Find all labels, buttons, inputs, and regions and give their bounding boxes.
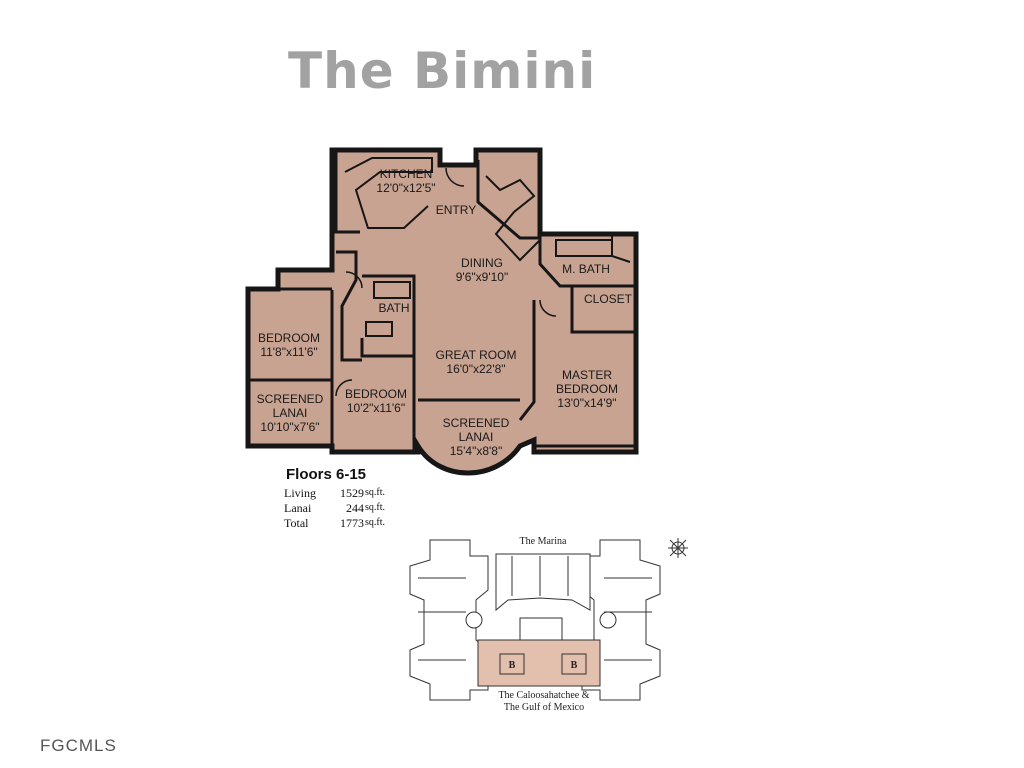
site-plan: The Marina B B The Caloosahatchee & The … — [409, 536, 688, 713]
area-unit: sq.ft. — [365, 517, 385, 528]
area-row-total: Total 1773 sq.ft. — [284, 516, 385, 531]
lanai-center-label-1: SCREENED — [443, 416, 510, 430]
entry-label: ENTRY — [436, 203, 476, 217]
lanai-left-label-2: LANAI — [273, 406, 308, 420]
area-label: Total — [284, 516, 309, 530]
area-value: 1773 — [340, 516, 364, 530]
site-plan-highlight-units — [477, 639, 601, 687]
closet-label: CLOSET — [584, 292, 633, 306]
bath-sink — [365, 321, 393, 337]
kitchen-size: 12'0"x12'5" — [376, 181, 435, 195]
great-room-label: GREAT ROOM — [436, 348, 517, 362]
bath-tub — [373, 281, 411, 299]
area-unit: sq.ft. — [365, 502, 385, 513]
interior-walls — [248, 150, 636, 475]
dining-label: DINING — [461, 256, 503, 270]
compass-icon — [668, 538, 688, 558]
room-labels: KITCHEN 12'0"x12'5" ENTRY DINING 9'6"x9'… — [257, 167, 633, 458]
unit-marker-right: B — [571, 660, 578, 671]
site-plan-bottom-label-1: The Caloosahatchee & — [498, 690, 589, 701]
area-unit: sq.ft. — [365, 487, 385, 498]
site-plan-top-label: The Marina — [520, 536, 567, 547]
master-bath-wall — [538, 236, 636, 334]
area-label: Living — [284, 486, 316, 500]
entry-counter — [485, 175, 541, 262]
area-row-living: Living 1529 sq.ft. — [284, 486, 385, 501]
bedroom2-size: 10'2"x11'6" — [347, 401, 405, 415]
kitchen-label: KITCHEN — [380, 167, 433, 181]
area-value: 244 — [346, 501, 364, 515]
bath-label: BATH — [378, 301, 409, 315]
master-bedroom-size: 13'0"x14'9" — [557, 396, 616, 410]
site-plan-buildings — [409, 539, 661, 701]
master-bedroom-label-2: BEDROOM — [556, 382, 618, 396]
site-plan-bottom-label-2: The Gulf of Mexico — [504, 702, 584, 713]
area-row-lanai: Lanai 244 sq.ft. — [284, 501, 385, 516]
area-label: Lanai — [284, 501, 312, 515]
great-room-right-wall — [518, 300, 536, 421]
kitchen-wall — [334, 150, 360, 234]
dining-size: 9'6"x9'10" — [456, 270, 508, 284]
floors-label: Floors 6-15 — [286, 466, 367, 483]
hall-wall — [336, 250, 362, 362]
master-bedroom-label-1: MASTER — [562, 368, 612, 382]
bath-wall-inner — [611, 236, 631, 263]
bedroom1-label: BEDROOM — [258, 331, 320, 345]
master-bath-label: M. BATH — [562, 262, 610, 276]
lanai-left-label-1: SCREENED — [257, 392, 324, 406]
door-swings — [335, 167, 557, 397]
watermark: FGCMLS — [40, 736, 117, 755]
unit-marker-left: B — [509, 660, 516, 671]
entry-closet-wall — [476, 160, 540, 240]
kitchen-counter — [344, 157, 433, 229]
area-table: Living 1529 sq.ft. Lanai 244 sq.ft. Tota… — [284, 486, 385, 531]
area-value: 1529 — [340, 486, 364, 500]
plan-title: The Bimini — [288, 42, 597, 100]
lanai-left-size: 10'10"x7'6" — [260, 420, 319, 434]
lanai-center-size: 15'4"x8'8" — [450, 444, 502, 458]
lanai-center-label-2: LANAI — [459, 430, 494, 444]
bedroom2-label: BEDROOM — [345, 387, 407, 401]
bedroom1-size: 11'8"x11'6" — [260, 345, 317, 359]
lanai-center-arc — [416, 445, 522, 475]
great-room-size: 16'0"x22'8" — [446, 362, 505, 376]
